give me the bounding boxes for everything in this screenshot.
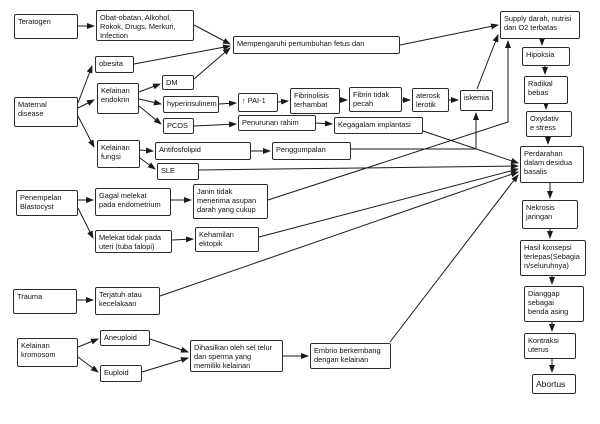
arrow-penempelan-melekat: [77, 207, 94, 239]
node-janin-tidak-menerima: Janin tidak menerima asupan darah yang c…: [193, 184, 268, 219]
arrow-endokrin-pcos: [138, 105, 162, 125]
node-dm: DM: [162, 75, 194, 90]
node-embrio-berkembang: Embrio berkembang dengan kelainan: [310, 343, 391, 369]
arrow-dm-mempengaruhi: [193, 47, 231, 80]
arrow-embrio-perdarahan: [389, 174, 519, 343]
node-terjatuh-kecelakaan: Terjatuh atau kecelakaan: [95, 287, 160, 315]
arrow-hyperinsulinem-pai: [218, 100, 237, 107]
node-penggumpalan: Penggumpalan: [272, 142, 351, 160]
node-kontraksi-uterus: Kontraksi uterus: [524, 333, 576, 359]
arrow-mempengaruhi-supply: [399, 23, 499, 46]
arrow-kromosom-euploid: [77, 356, 99, 373]
node-kelainan-fungsi: Kelainan fungsi: [97, 140, 140, 168]
node-abortus: Abortus: [532, 374, 576, 394]
arrow-fungsi-antifosfolipid: [139, 147, 154, 154]
arrow-sle-perdarahan: [198, 163, 519, 171]
node-kehamilan-ektopik: Kehamilan ektopik: [195, 227, 259, 252]
arrow-terjatuh-perdarahan: [159, 171, 519, 297]
arrow-iskemia-supply: [476, 34, 499, 90]
node-teratogen: Teratogen: [14, 14, 78, 39]
arrow-maternal-fungsi: [77, 115, 95, 148]
arrow-aneuploid-dihasilkan: [149, 338, 189, 353]
node-antifosfolipid: Antifosfolipid: [155, 142, 251, 160]
arrow-pcos-penurunan: [193, 121, 237, 128]
arrow-maternal-obesita: [77, 65, 93, 104]
node-hyperinsulinem: hyperinsulinem: [163, 96, 219, 113]
node-pcos: PCOS: [163, 118, 194, 134]
node-euploid: Euploid: [100, 365, 142, 382]
node-aneuploid: Aneuploid: [100, 330, 150, 346]
node-penempelan-blastocyst: Penempelan Blastocyst: [16, 190, 78, 216]
arrow-melekat-ektopik: [171, 236, 194, 243]
node-fibrinolisis-terhambat: Fibrinolisis terhambat: [290, 88, 340, 114]
node-supply-darah: Supply darah, nutrisi dan O2 terbatas: [500, 11, 580, 39]
arrow-pai-fibrinolisis: [277, 98, 289, 105]
arrow-kromosom-aneuploid: [77, 338, 99, 348]
arrow-obat-mempengaruhi: [193, 24, 231, 45]
arrow-fungsi-sle: [139, 157, 156, 170]
node-aterosklerotik: aterosk lerotik: [412, 88, 449, 112]
arrow-endokrin-dm: [138, 83, 161, 93]
node-trauma: Trauma: [13, 289, 77, 314]
arrow-kegagalan-perdarahan: [422, 130, 519, 164]
node-hipoksia: Hipoksia: [522, 47, 570, 66]
node-iskemia: iskemia: [460, 90, 493, 111]
arrow-penurunan-kegagalan: [315, 120, 333, 127]
node-gagal-melekat: Gagal melekat pada endometrium: [95, 188, 171, 216]
node-mempengaruhi-pertumbuhan: Mempengaruhi pertumbuhan fetus dan: [233, 36, 400, 54]
node-fibrin-tidak-pecah: Fibrin tidak pecah: [349, 87, 402, 112]
node-maternal-disease: Maternal disease: [14, 97, 78, 127]
node-obesita: obesita: [95, 56, 134, 73]
arrow-endokrin-hyperinsulinem: [138, 98, 162, 106]
node-dianggap-benda-asing: Dianggap sebagai benda asing: [524, 286, 584, 322]
node-dihasilkan-sel-telur: Dihasilkan oleh sel telur dan sperma yan…: [190, 340, 283, 372]
arrow-maternal-endokrin: [77, 99, 95, 109]
node-nekrosis-jaringan: Nekrosis jaringan: [522, 200, 578, 229]
arrow-penggumpalan-iskemia: [351, 112, 479, 150]
arrow-ektopik-perdarahan: [258, 167, 519, 238]
node-perdarahan-desidua: Perdarahan dalam desidua basalis: [520, 146, 584, 183]
node-pai-1: ↑ PAI-1: [238, 93, 278, 112]
node-kegagalan-implantasi: Kegagalam implantasi: [334, 117, 423, 134]
arrow-obesita-mempengaruhi: [133, 44, 231, 65]
node-kelainan-kromosom: Kelainan kromosom: [17, 338, 78, 367]
node-sle: SLE: [157, 163, 199, 180]
node-oxydative-stress: Oxydativ e stress: [526, 111, 572, 137]
node-obat-obatan: Obat-obatan, Alkohol, Rokok, Drugs, Merk…: [96, 10, 194, 41]
arrow-janin-supply: [267, 40, 511, 201]
node-hasil-konsepsi: Hasil konsepsi terlepas(Sebagia n/seluru…: [520, 240, 586, 276]
node-penurunan-rahim: Penurunan rahim: [238, 115, 316, 131]
node-melekat-tidak-pada-uteri: Melekat tidak pada uteri (tuba falopi): [95, 230, 172, 253]
arrow-euploid-dihasilkan: [141, 357, 189, 373]
node-radikal-bebas: Radikal bebas: [524, 76, 568, 104]
node-kelainan-endokrin: Kelainan endokrin: [97, 83, 139, 114]
